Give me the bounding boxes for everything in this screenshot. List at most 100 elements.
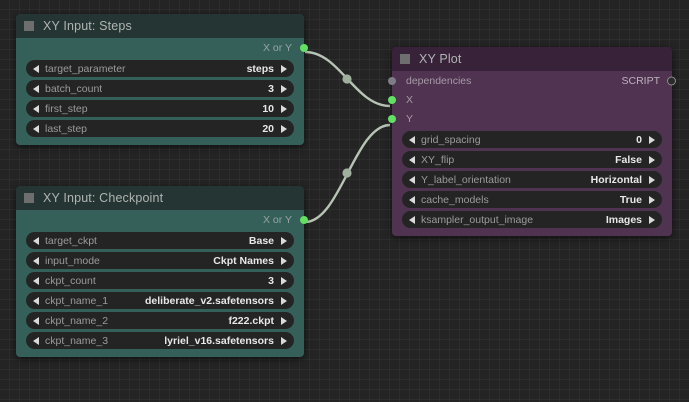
decrement-arrow-icon[interactable] <box>33 64 39 73</box>
widget-value: lyriel_v16.safetensors <box>164 334 274 347</box>
widget-ckpt-name-2[interactable]: ckpt_name_2 f222.ckpt <box>26 312 294 329</box>
node-body: X or Y target_parameter steps batch_coun… <box>16 38 308 145</box>
decrement-arrow-icon[interactable] <box>33 336 39 345</box>
output-slot-label: X or Y <box>263 41 292 54</box>
link-steps-to-x-midpoint <box>342 74 352 84</box>
widget-first-step[interactable]: first_step 10 <box>26 100 294 117</box>
widget-name: batch_count <box>45 82 103 95</box>
widget-value: Images <box>605 213 642 226</box>
link-checkpoint-to-y <box>304 123 391 224</box>
widget-name: XY_flip <box>421 153 455 166</box>
input-dot-unconnected-icon[interactable] <box>388 76 396 85</box>
widget-ksampler-output-image[interactable]: ksampler_output_image Images <box>402 211 662 228</box>
node-xy-input-steps[interactable]: XY Input: Steps X or Y target_parameter … <box>16 14 308 145</box>
input-slot-label-y: Y <box>406 112 414 125</box>
widget-value: 3 <box>268 274 274 287</box>
widget-ckpt-name-1[interactable]: ckpt_name_1 deliberate_v2.safetensors <box>26 292 294 309</box>
increment-arrow-icon[interactable] <box>281 84 287 93</box>
widget-grid-spacing[interactable]: grid_spacing 0 <box>402 131 662 148</box>
decrement-arrow-icon[interactable] <box>33 124 39 133</box>
decrement-arrow-icon[interactable] <box>33 296 39 305</box>
increment-arrow-icon[interactable] <box>281 64 287 73</box>
widget-name: grid_spacing <box>421 133 481 146</box>
node-body: dependencies SCRIPT X Y grid_spacing 0 <box>388 71 676 236</box>
link-steps-to-x <box>304 50 391 108</box>
widget-value: steps <box>246 62 274 75</box>
decrement-arrow-icon[interactable] <box>33 84 39 93</box>
widget-value: Ckpt Names <box>213 254 274 267</box>
input-dot-connected-icon[interactable] <box>388 95 396 104</box>
widget-name: cache_models <box>421 193 489 206</box>
increment-arrow-icon[interactable] <box>281 316 287 325</box>
link-checkpoint-to-y-midpoint <box>342 168 352 178</box>
widget-xy-flip[interactable]: XY_flip False <box>402 151 662 168</box>
widget-value: Base <box>248 234 274 247</box>
widget-input-mode[interactable]: input_mode Ckpt Names <box>26 252 294 269</box>
widget-value: True <box>619 193 642 206</box>
node-title-bar[interactable]: XY Input: Steps <box>16 14 304 38</box>
increment-arrow-icon[interactable] <box>281 296 287 305</box>
widget-name: Y_label_orientation <box>421 173 511 186</box>
node-xy-input-checkpoint[interactable]: XY Input: Checkpoint X or Y target_ckpt … <box>16 186 308 357</box>
widget-ckpt-count[interactable]: ckpt_count 3 <box>26 272 294 289</box>
widget-list: target_ckpt Base input_mode Ckpt Names c… <box>16 232 304 349</box>
output-slot-label-script: SCRIPT <box>621 74 660 87</box>
widget-value: f222.ckpt <box>228 314 274 327</box>
input-slot-label-x: X <box>406 93 414 106</box>
decrement-arrow-icon[interactable] <box>409 175 415 184</box>
input-slot-y[interactable]: Y <box>388 109 672 128</box>
output-dot-connected-icon[interactable] <box>300 43 308 52</box>
decrement-arrow-icon[interactable] <box>33 104 39 113</box>
widget-last-step[interactable]: last_step 20 <box>26 120 294 137</box>
output-slot-x-or-y[interactable]: X or Y <box>16 210 308 229</box>
increment-arrow-icon[interactable] <box>281 336 287 345</box>
decrement-arrow-icon[interactable] <box>33 236 39 245</box>
output-slot-x-or-y[interactable]: X or Y <box>16 38 308 57</box>
decrement-arrow-icon[interactable] <box>409 215 415 224</box>
increment-arrow-icon[interactable] <box>281 256 287 265</box>
increment-arrow-icon[interactable] <box>649 175 655 184</box>
widget-name: target_parameter <box>45 62 126 75</box>
increment-arrow-icon[interactable] <box>649 215 655 224</box>
increment-arrow-icon[interactable] <box>281 236 287 245</box>
node-body: X or Y target_ckpt Base input_mode Ckpt … <box>16 210 308 357</box>
decrement-arrow-icon[interactable] <box>409 135 415 144</box>
node-title-bar[interactable]: XY Input: Checkpoint <box>16 186 304 210</box>
widget-target-parameter[interactable]: target_parameter steps <box>26 60 294 77</box>
input-slot-x[interactable]: X <box>388 90 672 109</box>
widget-name: target_ckpt <box>45 234 97 247</box>
decrement-arrow-icon[interactable] <box>33 316 39 325</box>
decrement-arrow-icon[interactable] <box>33 276 39 285</box>
output-dot-script-icon[interactable] <box>667 76 676 85</box>
increment-arrow-icon[interactable] <box>649 155 655 164</box>
decrement-arrow-icon[interactable] <box>409 195 415 204</box>
collapse-box-icon[interactable] <box>400 54 410 64</box>
increment-arrow-icon[interactable] <box>649 135 655 144</box>
input-dot-connected-icon[interactable] <box>388 114 396 123</box>
increment-arrow-icon[interactable] <box>281 104 287 113</box>
widget-batch-count[interactable]: batch_count 3 <box>26 80 294 97</box>
widget-value: deliberate_v2.safetensors <box>145 294 274 307</box>
widget-value: 20 <box>262 122 274 135</box>
widget-list: grid_spacing 0 XY_flip False Y_label_ori… <box>392 131 672 228</box>
increment-arrow-icon[interactable] <box>281 124 287 133</box>
collapse-box-icon[interactable] <box>24 193 34 203</box>
increment-arrow-icon[interactable] <box>281 276 287 285</box>
output-dot-connected-icon[interactable] <box>300 215 308 224</box>
decrement-arrow-icon[interactable] <box>409 155 415 164</box>
widget-name: ckpt_count <box>45 274 96 287</box>
widget-name: ckpt_name_3 <box>45 334 109 347</box>
increment-arrow-icon[interactable] <box>649 195 655 204</box>
widget-target-ckpt[interactable]: target_ckpt Base <box>26 232 294 249</box>
collapse-box-icon[interactable] <box>24 21 34 31</box>
node-title-text: XY Input: Checkpoint <box>43 191 164 205</box>
decrement-arrow-icon[interactable] <box>33 256 39 265</box>
node-title-bar[interactable]: XY Plot <box>392 47 672 71</box>
node-xy-plot[interactable]: XY Plot dependencies SCRIPT X Y grid_sp <box>388 47 676 236</box>
widget-ckpt-name-3[interactable]: ckpt_name_3 lyriel_v16.safetensors <box>26 332 294 349</box>
widget-cache-models[interactable]: cache_models True <box>402 191 662 208</box>
widget-y-label-orientation[interactable]: Y_label_orientation Horizontal <box>402 171 662 188</box>
widget-name: ksampler_output_image <box>421 213 534 226</box>
widget-value: False <box>615 153 642 166</box>
